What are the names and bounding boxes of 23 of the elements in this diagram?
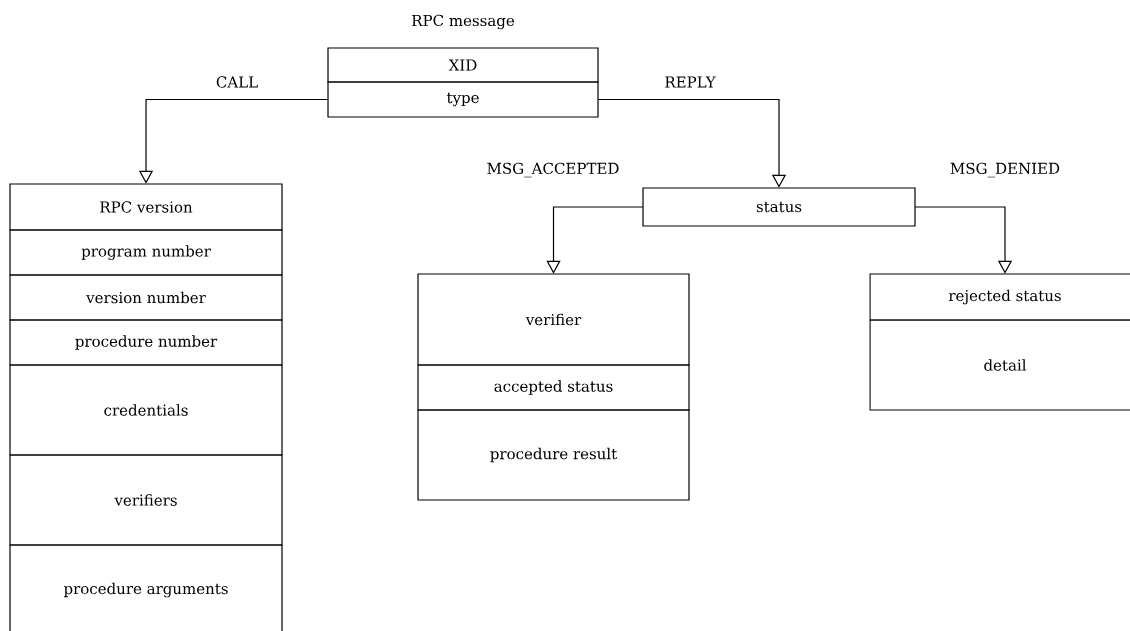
arrow bbox=[914, 206, 1013, 274]
arrow bbox=[546, 206, 644, 274]
field-box: RPC version bbox=[9, 183, 283, 231]
field-box: credentials bbox=[9, 364, 283, 456]
record-title: RPC message bbox=[412, 14, 514, 30]
field-box: verifier bbox=[417, 273, 690, 366]
field-box: accepted status bbox=[417, 364, 690, 411]
field-box: procedure number bbox=[9, 319, 283, 366]
field-box: detail bbox=[869, 319, 1130, 411]
field-box: status bbox=[642, 187, 916, 227]
edge-label: MSG_DENIED bbox=[948, 161, 1062, 179]
edge-label: REPLY bbox=[663, 75, 717, 89]
field-box: program number bbox=[9, 229, 283, 276]
edge-label: MSG_ACCEPTED bbox=[485, 161, 621, 179]
field-box: XID bbox=[327, 47, 599, 83]
field-box: procedure result bbox=[417, 409, 690, 501]
field-box: procedure arguments bbox=[9, 544, 283, 631]
arrow bbox=[597, 98, 787, 188]
field-box: verifiers bbox=[9, 454, 283, 546]
field-box: type bbox=[327, 81, 599, 118]
edge-label: CALL bbox=[214, 75, 260, 89]
field-box: rejected status bbox=[869, 273, 1130, 321]
field-box: version number bbox=[9, 274, 283, 321]
